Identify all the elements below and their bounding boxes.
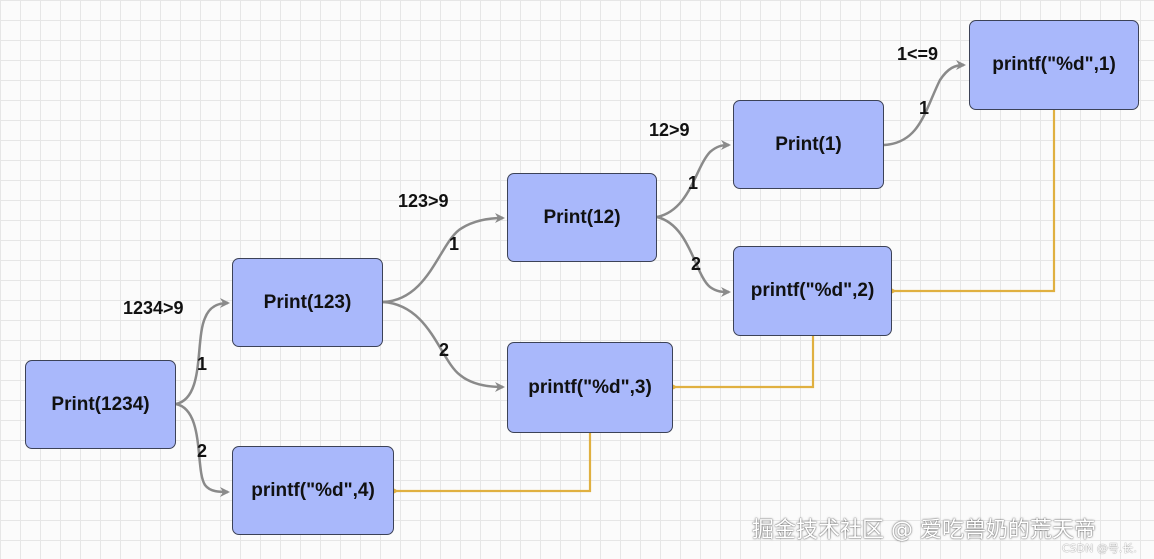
return-printf1-to-printf2 (885, 110, 1056, 297)
node-print-123: Print(123) (232, 258, 383, 347)
node-printf-2: printf("%d",2) (733, 246, 892, 336)
condition-12: 12>9 (649, 120, 690, 140)
edge-label-print1234-1: 1 (197, 354, 208, 374)
edge-print12-to-print1 (656, 140, 731, 219)
node-printf-1: printf("%d",1) (969, 20, 1139, 110)
edge-label-print12-1: 1 (688, 173, 699, 193)
condition-1: 1<=9 (897, 44, 939, 64)
edge-print1-to-printf1 (883, 60, 966, 147)
node-print-1234: Print(1234) (25, 360, 176, 449)
return-printf2-to-printf3 (666, 336, 815, 393)
edge-label-print123-1: 1 (449, 234, 460, 254)
return-printf3-to-printf4 (387, 433, 592, 497)
csdn-watermark: CSDN @号.长. (1062, 542, 1137, 555)
condition-1234: 1234>9 (123, 298, 184, 318)
node-print-1: Print(1) (733, 100, 884, 189)
condition-123: 123>9 (398, 191, 449, 211)
edge-label-print12-2: 2 (691, 254, 702, 274)
node-printf-4: printf("%d",4) (232, 446, 394, 535)
edge-label-print1-1: 1 (919, 98, 930, 118)
edge-print1234-to-printf4 (175, 402, 230, 497)
edge-print123-to-print12 (382, 213, 505, 304)
edge-print1234-to-print123 (175, 298, 230, 406)
edge-print123-to-printf3 (382, 300, 505, 392)
node-printf-3: printf("%d",3) (507, 342, 673, 433)
node-print-12: Print(12) (507, 173, 657, 262)
edge-print12-to-printf2 (656, 215, 731, 297)
watermark-text: 掘金技术社区 @ 爱吃兽奶的荒天帝 (752, 518, 1096, 543)
edge-label-print1234-2: 2 (197, 441, 208, 461)
edge-label-print123-2: 2 (439, 340, 450, 360)
